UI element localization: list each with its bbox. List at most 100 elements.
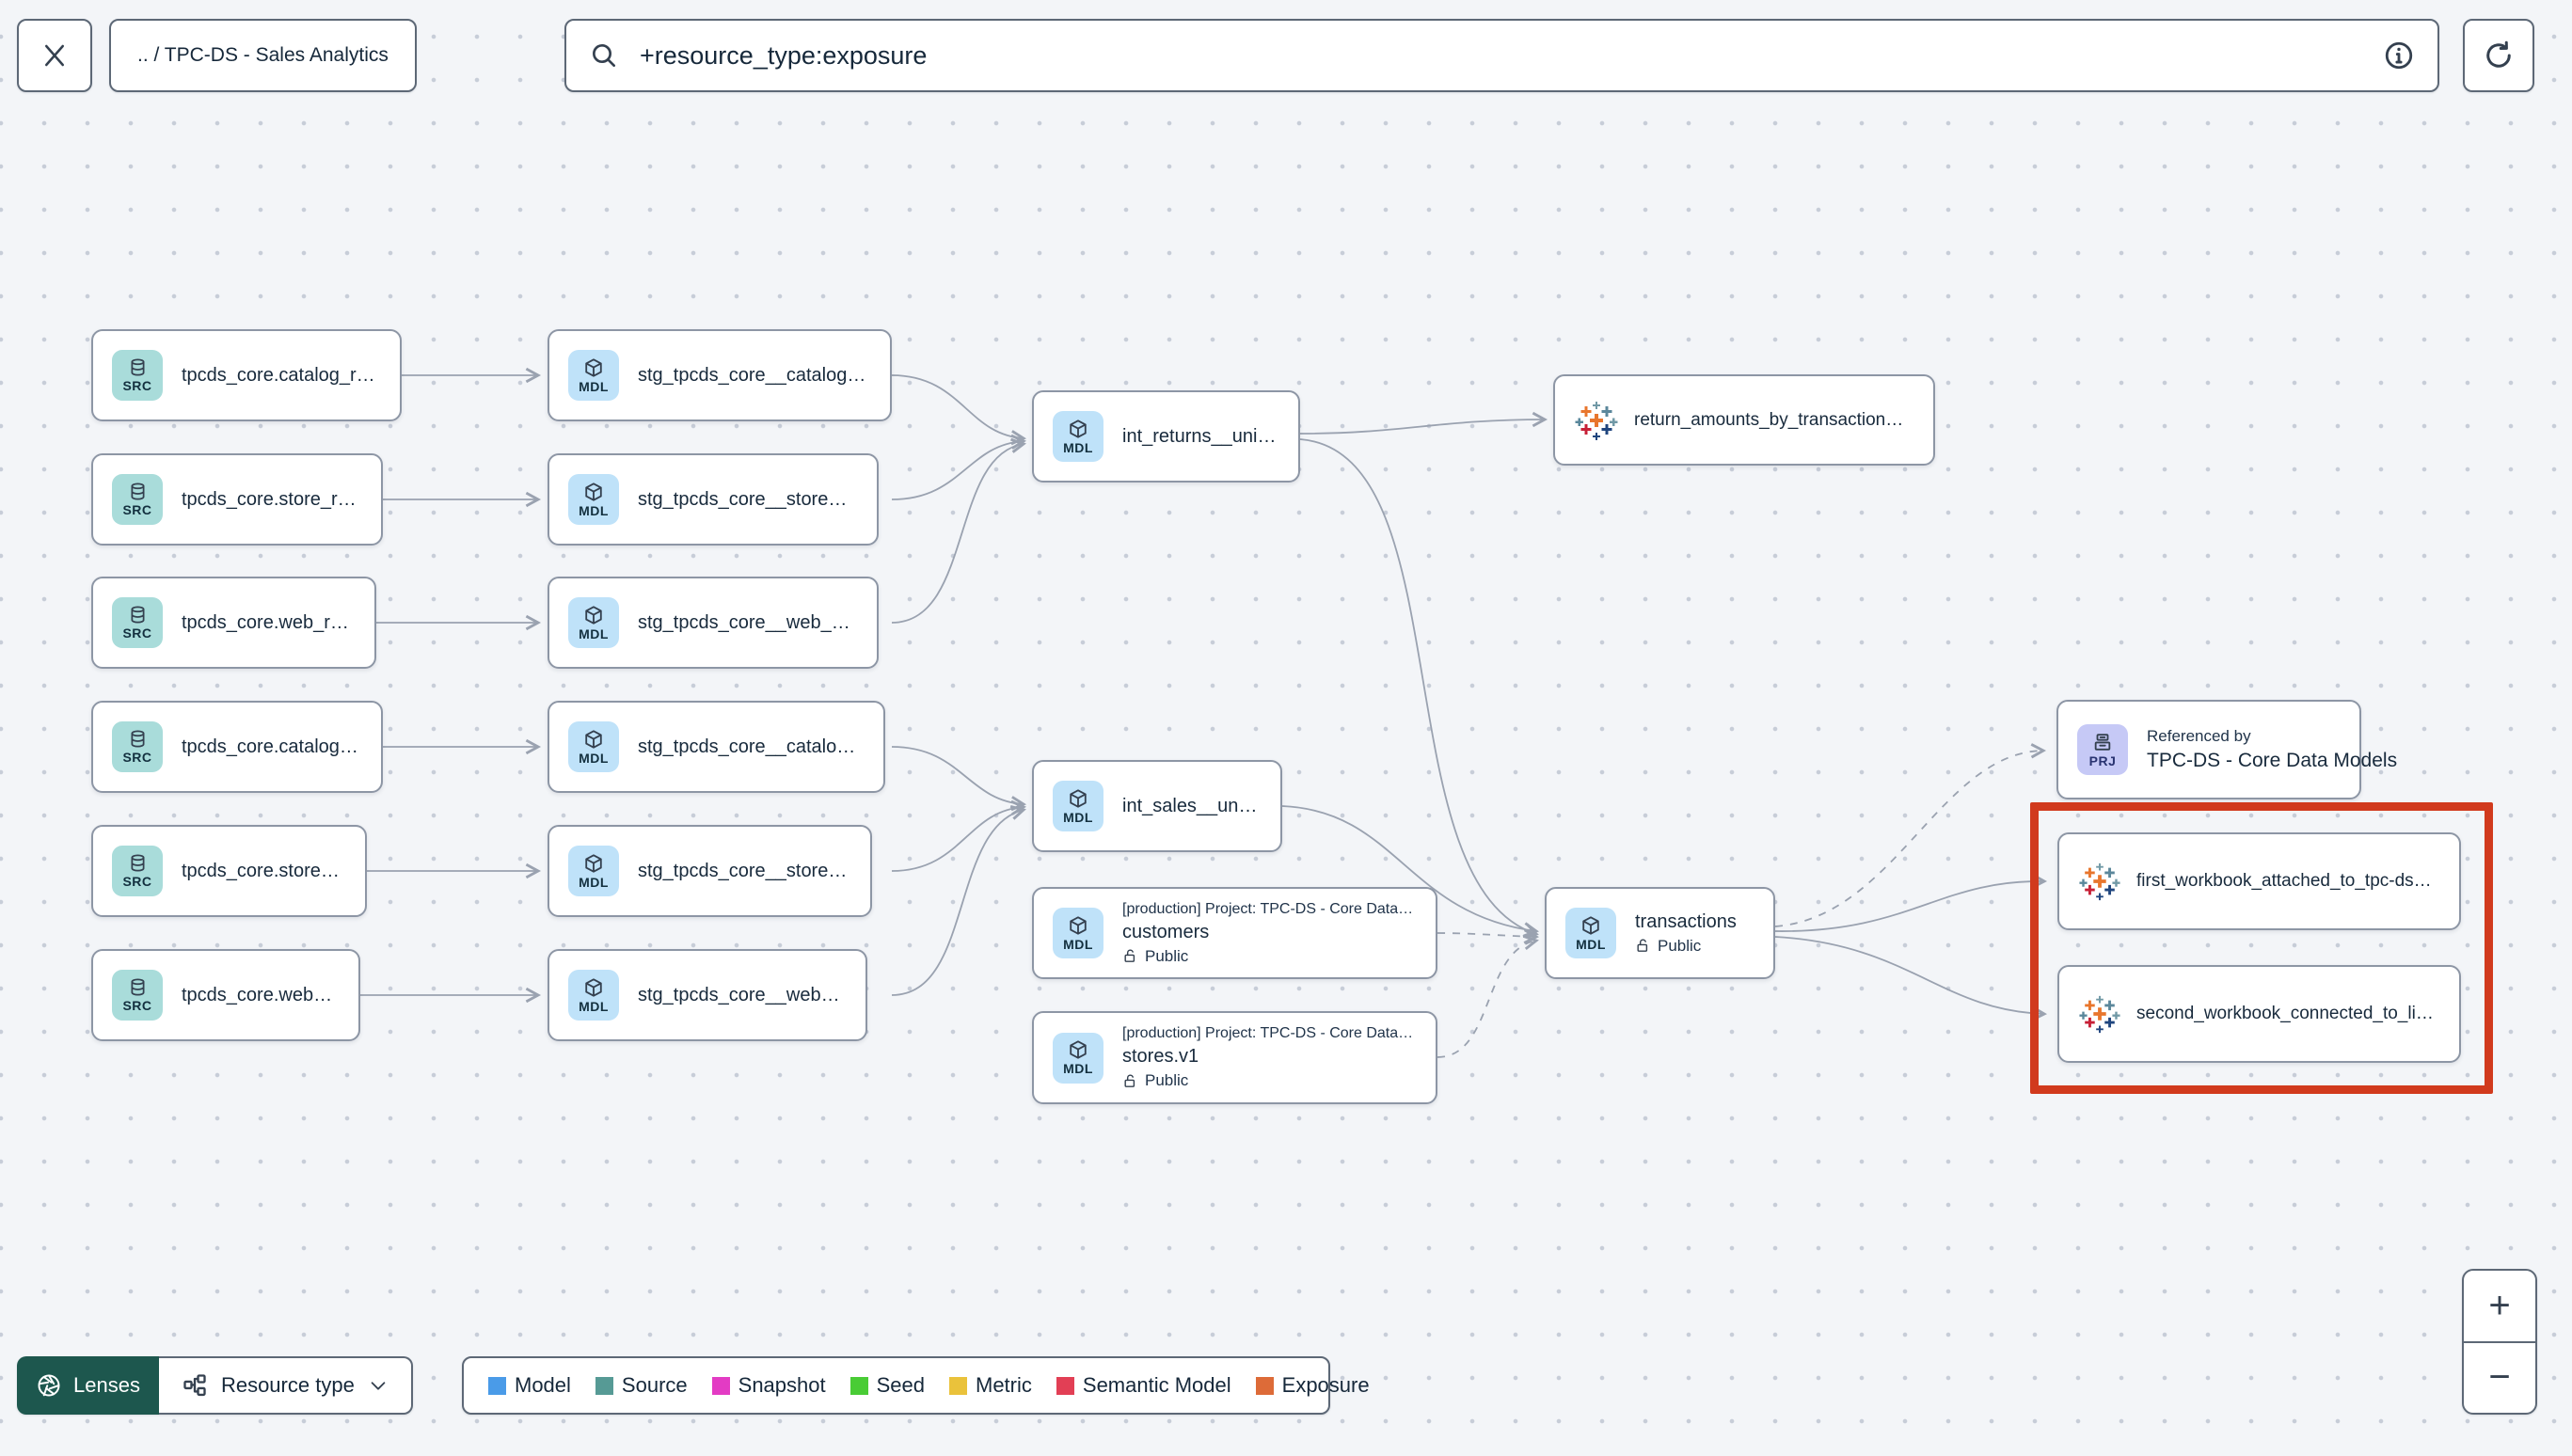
plus-icon: + — [2488, 1284, 2511, 1326]
model-badge: MDL — [1053, 908, 1103, 958]
node-label: tpcds_core.web_returns — [182, 611, 354, 633]
snapshot-color-swatch — [711, 1376, 730, 1395]
source-badge: SRC — [112, 970, 163, 1021]
access-badge: Public — [1122, 1071, 1415, 1090]
node-model-stg-store-sales[interactable]: MDL stg_tpcds_core__store_sales — [548, 825, 872, 917]
zoom-controls: + − — [2462, 1269, 2537, 1415]
model-badge: MDL — [1053, 781, 1103, 831]
semantic-model-color-swatch — [1056, 1376, 1074, 1395]
node-label: TPC-DS - Core Data Models — [2147, 750, 2398, 771]
unlock-icon — [1124, 949, 1135, 962]
node-label: first_workbook_attached_to_tpc-ds_-_… — [2136, 871, 2438, 891]
zoom-in-button[interactable]: + — [2464, 1271, 2535, 1343]
chevron-down-icon — [371, 1382, 386, 1390]
node-source-web-sales[interactable]: SRC tpcds_core.web_sales — [91, 949, 360, 1041]
metric-color-swatch — [949, 1376, 967, 1395]
model-badge: MDL — [1565, 908, 1616, 958]
node-label: tpcds_core.store_returns — [182, 488, 360, 510]
node-label: tpcds_core.catalog_returns — [182, 364, 379, 386]
node-model-stg-catalog-sales[interactable]: MDL stg_tpcds_core__catalog_sales — [548, 701, 885, 793]
unlock-icon — [1637, 939, 1648, 952]
legend-item-semantic-model: Semantic Model — [1056, 1373, 1231, 1398]
source-badge: SRC — [112, 721, 163, 772]
cube-icon — [1070, 419, 1087, 438]
node-source-catalog-returns[interactable]: SRC tpcds_core.catalog_returns — [91, 329, 402, 421]
source-badge: SRC — [112, 474, 163, 525]
node-model-int-sales-unioned[interactable]: MDL int_sales__unioned — [1032, 760, 1282, 852]
source-badge: SRC — [112, 597, 163, 648]
cube-icon — [585, 357, 602, 377]
node-label: tpcds_core.store_sales — [182, 860, 344, 881]
node-model-stg-web-returns[interactable]: MDL stg_tpcds_core__web_returns — [548, 577, 879, 669]
lenses-toolbar: Lenses Resource type — [17, 1356, 413, 1415]
database-icon — [131, 854, 144, 872]
node-exposure-first-workbook[interactable]: first_workbook_attached_to_tpc-ds_-_… — [2057, 832, 2461, 930]
zoom-out-button[interactable]: − — [2464, 1343, 2535, 1414]
breadcrumb[interactable]: .. / TPC-DS - Sales Analytics — [109, 19, 417, 92]
project-badge: PRJ — [2077, 724, 2128, 775]
node-label: tpcds_core.catalog_sales — [182, 736, 360, 757]
node-label: int_returns__unioned — [1122, 425, 1278, 447]
node-label: stg_tpcds_core__web_returns — [638, 611, 856, 633]
legend-item-source: Source — [595, 1373, 688, 1398]
node-model-transactions[interactable]: MDL transactions Public — [1545, 887, 1775, 979]
resource-type-dropdown[interactable]: Resource type — [158, 1356, 413, 1415]
minus-icon: − — [2488, 1356, 2511, 1399]
cube-icon — [585, 729, 602, 749]
node-model-stg-catalog-returns[interactable]: MDL stg_tpcds_core__catalog_returns — [548, 329, 892, 421]
node-model-stores-v1[interactable]: MDL [production] Project: TPC-DS - Core … — [1032, 1011, 1437, 1104]
project-context: [production] Project: TPC-DS - Core Data… — [1122, 900, 1415, 917]
node-label: return_amounts_by_transaction_type — [1634, 409, 1913, 430]
node-model-customers[interactable]: MDL [production] Project: TPC-DS - Core … — [1032, 887, 1437, 979]
node-label: tpcds_core.web_sales — [182, 984, 338, 1005]
node-project-reference[interactable]: PRJ Referenced by TPC-DS - Core Data Mod… — [2056, 700, 2398, 799]
node-source-web-returns[interactable]: SRC tpcds_core.web_returns — [91, 577, 376, 669]
lenses-button[interactable]: Lenses — [17, 1356, 159, 1415]
node-model-int-returns-unioned[interactable]: MDL int_returns__unioned — [1032, 390, 1300, 483]
search-bar[interactable] — [564, 19, 2439, 92]
cube-icon — [1582, 915, 1599, 935]
breadcrumb-label: .. / TPC-DS - Sales Analytics — [137, 44, 389, 66]
model-badge: MDL — [1053, 1032, 1103, 1084]
model-color-swatch — [488, 1376, 506, 1395]
node-source-catalog-sales[interactable]: SRC tpcds_core.catalog_sales — [91, 701, 383, 793]
cube-icon — [585, 482, 602, 501]
hierarchy-icon — [183, 1374, 206, 1397]
node-exposure-second-workbook[interactable]: second_workbook_connected_to_live… — [2057, 965, 2461, 1063]
search-input[interactable] — [638, 40, 2364, 71]
model-badge: MDL — [568, 970, 619, 1021]
node-label: transactions — [1635, 910, 1737, 932]
cube-icon — [585, 853, 602, 873]
tableau-icon — [2079, 863, 2120, 901]
model-badge: MDL — [1053, 411, 1103, 462]
info-icon[interactable] — [2383, 40, 2415, 71]
node-model-stg-store-returns[interactable]: MDL stg_tpcds_core__store_returns — [548, 453, 879, 546]
source-badge: SRC — [112, 350, 163, 401]
access-badge: Public — [1635, 937, 1737, 956]
cube-icon — [1070, 915, 1087, 935]
access-badge: Public — [1122, 947, 1415, 966]
node-exposure-return-amounts[interactable]: return_amounts_by_transaction_type — [1553, 374, 1935, 466]
cube-icon — [585, 605, 602, 625]
legend-item-seed: Seed — [849, 1373, 925, 1398]
refresh-button[interactable] — [2463, 19, 2534, 92]
close-button[interactable] — [17, 19, 92, 92]
database-icon — [131, 978, 144, 996]
database-icon — [131, 606, 144, 624]
model-badge: MDL — [568, 721, 619, 772]
cube-icon — [585, 977, 602, 997]
archive-boxes-icon — [2094, 733, 2111, 751]
close-icon — [45, 44, 64, 67]
model-badge: MDL — [568, 474, 619, 525]
source-badge: SRC — [112, 846, 163, 896]
node-label: customers — [1122, 921, 1210, 942]
lenses-label: Lenses — [73, 1373, 140, 1397]
tableau-icon — [2079, 995, 2120, 1034]
node-source-store-sales[interactable]: SRC tpcds_core.store_sales — [91, 825, 367, 917]
node-label: second_workbook_connected_to_live… — [2136, 1004, 2438, 1023]
node-label: stg_tpcds_core__catalog_returns — [638, 364, 869, 386]
cube-icon — [1070, 788, 1087, 808]
aperture-icon — [38, 1374, 60, 1397]
node-model-stg-web-sales[interactable]: MDL stg_tpcds_core__web_sales — [548, 949, 867, 1041]
node-source-store-returns[interactable]: SRC tpcds_core.store_returns — [91, 453, 383, 546]
